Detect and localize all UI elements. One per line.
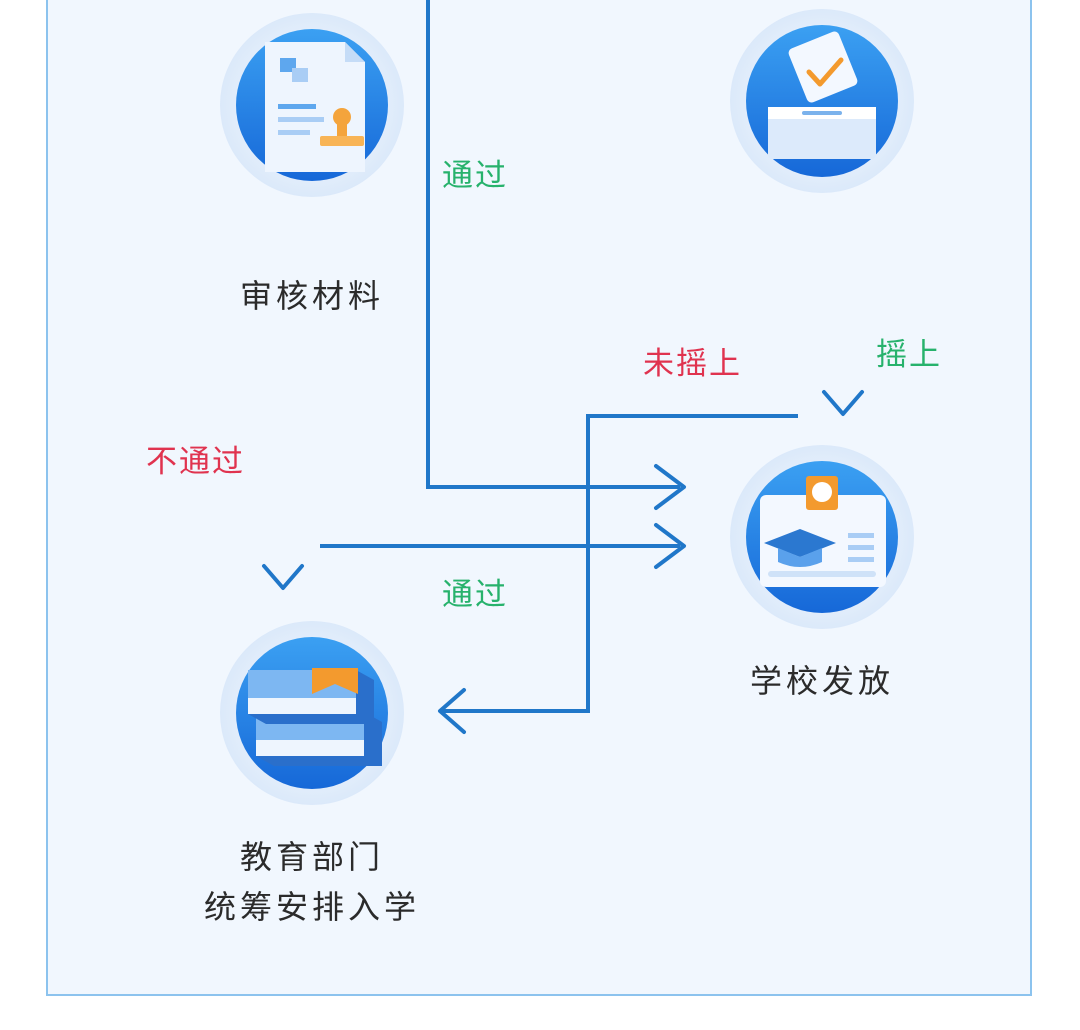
node-label-school-issue: 学校发放 [749,662,894,700]
connector-review-pass [320,370,686,569]
ballot-box-icon [730,9,914,193]
edge-label-not-drawn: 未摇上 [643,346,742,382]
node-label-review: 审核材料 [239,277,384,315]
edge-label-review-fail: 不通过 [146,444,245,480]
connector-review-fail [262,350,304,590]
node-label-arrange-enrollment: 统筹安排入学 [203,888,420,926]
connector-not-drawn [438,310,800,734]
node-label-education-dept: 教育部门 [239,838,384,876]
admission-card-icon [730,445,914,629]
edge-label-drawn: 摇上 [876,337,942,373]
document-with-stamp-icon [220,13,404,197]
connector-drawn [822,290,864,416]
edge-label-top-pass: 通过 [442,158,508,194]
connector-top-pass [426,0,686,510]
books-icon [220,621,404,805]
edge-label-review-pass: 通过 [442,577,508,613]
